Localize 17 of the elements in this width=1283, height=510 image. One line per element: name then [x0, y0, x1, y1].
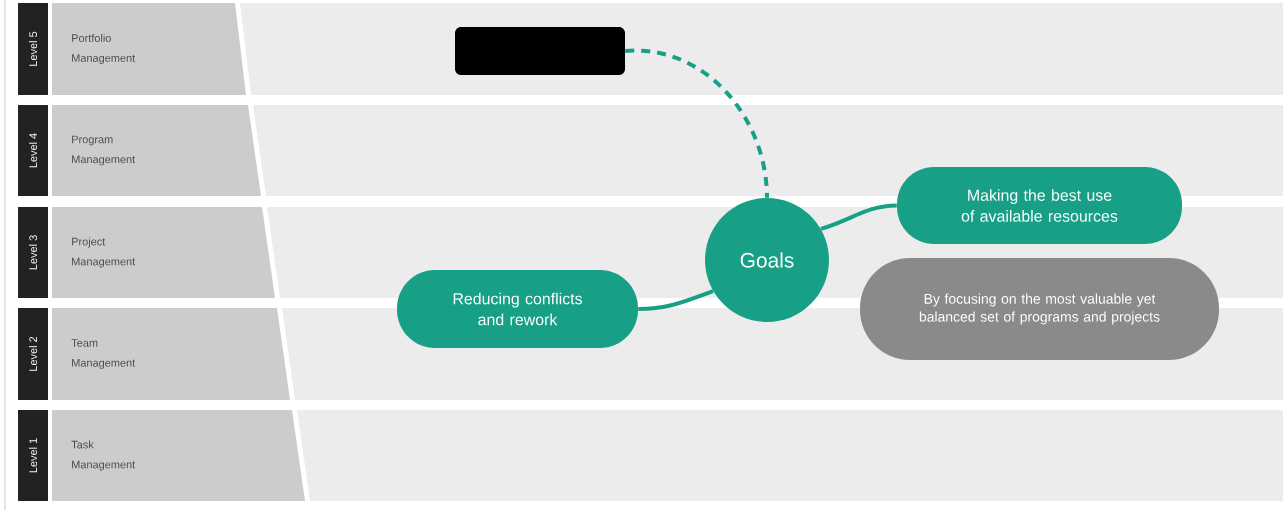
level-tab: Level 4	[18, 105, 48, 196]
label-box	[455, 27, 625, 75]
level-tab: Level 2	[18, 308, 48, 400]
goal-pill: Reducing conflicts and rework	[397, 270, 638, 348]
goal-pill: Making the best use of available resources	[897, 167, 1182, 244]
management-trapezoid: Portfolio Management	[52, 3, 246, 95]
connector	[638, 289, 714, 311]
level-tab: Level 5	[18, 3, 48, 95]
management-trapezoid: Project Management	[52, 207, 275, 298]
connector	[625, 48, 769, 198]
connector	[820, 203, 897, 231]
management-trapezoid: Program Management	[52, 105, 261, 196]
note-pill: By focusing on the most valuable yet balanced set of programs and projects	[860, 258, 1219, 360]
management-trapezoid: Task Management	[52, 410, 305, 501]
level-tab: Level 1	[18, 410, 48, 501]
level-tab: Level 3	[18, 207, 48, 298]
management-trapezoid: Team Management	[52, 308, 290, 400]
